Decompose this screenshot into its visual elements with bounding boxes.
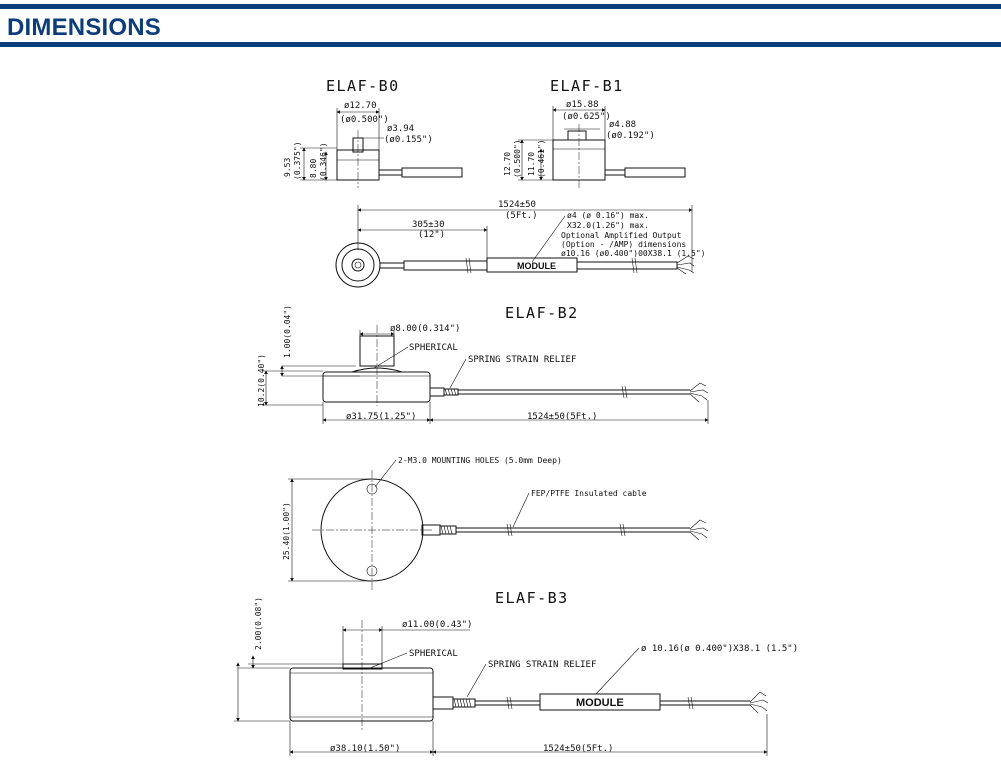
- elaf-b0-hub: ø3.94: [387, 124, 414, 134]
- elaf-b1-diameter: ø15.88: [566, 100, 599, 110]
- elaf-b3-diameter: ø38.10(1.50"): [330, 744, 400, 754]
- elaf-b1-title: ELAF-B1: [550, 77, 624, 95]
- cable-note-3: Optional Amplified Output: [561, 231, 682, 240]
- elaf-b3-strain-relief-label: SPRING STRAIN RELIEF: [488, 660, 596, 670]
- elaf-b0-height2: 8.80: [309, 159, 318, 178]
- elaf-b2-body-width: 25.40(1.00"): [282, 502, 291, 560]
- elaf-b3-cable-length: 1524±50(5Ft.): [543, 744, 613, 754]
- cable-top-view: 1524±50 (5Ft.) 305±30 (12") ø4 (ø 0.16")…: [335, 200, 706, 288]
- elaf-b3-side-view: ELAF-B3 2.00(0.08") ø11.00(0.43") SPHERI…: [234, 589, 798, 756]
- elaf-b0-diameter-in: (ø0.500"): [340, 115, 389, 125]
- elaf-b2-top-view: 2-M3.0 MOUNTING HOLES (5.0mm Deep) 25.40…: [282, 456, 709, 592]
- elaf-b3-spherical-label: SPHERICAL: [409, 649, 458, 659]
- elaf-b3-button-diameter: ø11.00(0.43"): [402, 620, 472, 630]
- elaf-b1-diameter-in: (ø0.625"): [562, 112, 611, 122]
- cable-note-2: X32.0(1.26") max.: [567, 221, 649, 230]
- cable-note-4: (Option - /AMP) dimensions: [561, 240, 686, 249]
- elaf-b0-hub-in: (ø0.155"): [384, 135, 433, 145]
- section-header: DIMENSIONS: [0, 12, 1001, 44]
- elaf-b0-height: 9.53: [283, 158, 292, 177]
- elaf-b3-module-label: MODULE: [576, 697, 624, 709]
- cable-total-length-in: (5Ft.): [505, 211, 538, 221]
- elaf-b1-drawing: ELAF-B1 ø15.88 (ø0.625") ø4.88 (ø0.192")…: [503, 77, 686, 188]
- elaf-b2-spherical-label: SPHERICAL: [409, 343, 458, 353]
- elaf-b3-title: ELAF-B3: [495, 589, 569, 607]
- elaf-b1-height: 12.70: [503, 152, 512, 176]
- elaf-b1-hub: ø4.88: [609, 120, 636, 130]
- elaf-b1-hub-in: (ø0.192"): [606, 131, 655, 141]
- cable-note-1: ø4 (ø 0.16") max.: [567, 211, 649, 220]
- elaf-b1-height2-in: (0.461"): [537, 139, 546, 178]
- elaf-b2-mounting-holes: 2-M3.0 MOUNTING HOLES (5.0mm Deep): [398, 456, 562, 465]
- elaf-b2-height: 10.2(0.40"): [257, 354, 266, 407]
- header-top-rule: [0, 4, 1001, 9]
- elaf-b0-height-in: (0.375"): [293, 141, 302, 180]
- cable-module-position: 305±30: [412, 220, 445, 230]
- elaf-b0-title: ELAF-B0: [326, 77, 400, 95]
- cable-module-position-in: (12"): [418, 230, 445, 240]
- elaf-b2-diameter: ø31.75(1.25"): [346, 412, 416, 422]
- elaf-b2-side-view: ELAF-B2 1.00(0.04") ø8.00(0.314") SPHERI…: [257, 304, 709, 424]
- elaf-b2-cable-length: 1524±50(5Ft.): [527, 412, 597, 422]
- elaf-b1-height-in: (0.500"): [513, 139, 522, 178]
- cable-module-label: MODULE: [517, 261, 556, 271]
- elaf-b0-diameter: ø12.70: [344, 101, 377, 111]
- section-title: DIMENSIONS: [7, 14, 162, 41]
- elaf-b1-height2: 11.70: [527, 152, 536, 176]
- elaf-b2-title: ELAF-B2: [505, 304, 579, 322]
- elaf-b2-cable-type: FEP/PTFE Insulated cable: [531, 489, 647, 498]
- elaf-b0-drawing: ELAF-B0 ø12.70 (ø0.500") ø3.94 (ø0.155")…: [283, 77, 463, 188]
- elaf-b2-button-diameter: ø8.00(0.314"): [390, 324, 460, 334]
- cable-note-5: ø10.16 (ø0.400")00X38.1 (1.5"): [561, 249, 706, 258]
- elaf-b3-module-dimensions: ø 10.16(ø 0.400")X38.1 (1.5"): [641, 644, 798, 654]
- elaf-b2-button-height: 1.00(0.04"): [283, 305, 292, 358]
- header-bottom-rule: [0, 42, 1001, 47]
- elaf-b0-height2-in: (0.346"): [319, 142, 328, 181]
- elaf-b3-button-height: 2.00(0.08"): [254, 597, 263, 650]
- cable-total-length: 1524±50: [498, 200, 536, 210]
- elaf-b2-strain-relief-label: SPRING STRAIN RELIEF: [468, 355, 576, 365]
